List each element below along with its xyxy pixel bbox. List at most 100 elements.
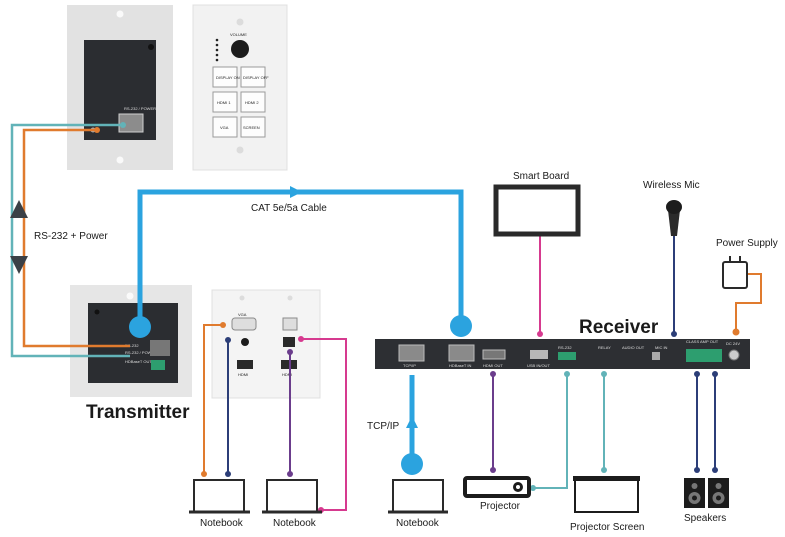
top-wall-plate-left: RS-232 / POWER: [67, 5, 173, 170]
connection-lines: [203, 232, 762, 511]
green-terminal: [151, 360, 165, 370]
volume-knob: [231, 40, 249, 58]
tcpip-label: TCP/IP: [403, 363, 416, 368]
up-arrow-icon: [10, 200, 28, 218]
connector-dot: [94, 127, 100, 133]
plate-background: [192, 4, 288, 171]
keypad-button-vga: [212, 116, 238, 138]
tcpip-cable-endpoint: [401, 453, 423, 475]
teal-cable: [10, 123, 130, 358]
receiver-unit: TCP/IP HDBaseT IN HDMI OUT USB IN/OUT RS…: [375, 339, 750, 369]
rs232-power-label: RS-232 / POWER: [125, 350, 157, 355]
keypad-button-label: DISPLAY ON: [216, 75, 240, 80]
tcpip-port: [398, 344, 425, 362]
rs232-power-cables: [10, 123, 130, 358]
projector-label: Projector: [480, 501, 521, 512]
dc24v-label: DC 24V: [726, 341, 740, 346]
power-supply-label: Power Supply: [716, 238, 778, 249]
notebook-vga-line: [203, 324, 223, 474]
rs232-terminal: [558, 352, 576, 360]
volume-leds: [215, 38, 219, 62]
rj45-port: [118, 113, 144, 133]
diagram-labels: Transmitter Receiver CAT 5e/5a Cable RS-…: [34, 171, 778, 533]
cable-direction-arrow-icon: [290, 186, 302, 198]
connector-dot: [694, 467, 700, 473]
cat-cable-endpoint: [129, 316, 151, 338]
connector-dot: [732, 328, 740, 336]
rs232-power-label: RS-232 + Power: [34, 231, 108, 242]
top-wall-plate-control-keypad: VOLUME DISPLAY ON DISPLAY OFF HDMI 1 HDM…: [192, 4, 288, 171]
keypad-button-hdmi2: [240, 91, 266, 113]
notebook-icon-2: [262, 479, 322, 514]
tcpip-label: TCP/IP: [367, 421, 400, 432]
screw-hole: [239, 295, 245, 301]
rs232-label: RS-232: [125, 343, 139, 348]
connector-dot: [712, 467, 718, 473]
connector-dot: [287, 349, 293, 355]
usb-b-port: [283, 337, 295, 347]
vga-port: [231, 317, 257, 331]
hdmi-label: HDMI: [238, 372, 248, 377]
notebook-label-3: Notebook: [396, 518, 440, 529]
hdmi-out-port: [482, 349, 506, 360]
hdmi-label: HDMI: [282, 372, 292, 377]
speakers-icon: [684, 478, 729, 508]
notebook-label-1: Notebook: [200, 518, 244, 529]
connector-dot: [564, 371, 570, 377]
screw-hole: [236, 146, 244, 154]
connector-dot: [601, 467, 607, 473]
screw-hole: [126, 292, 134, 300]
keypad-button-hdmi1: [212, 91, 238, 113]
connector-dot: [225, 337, 231, 343]
screw-hole: [236, 18, 244, 26]
keypad-button-screen: [240, 116, 266, 138]
transmitter-wall-plate: RS-232 RS-232 / POWER HDBaseT OUT: [70, 285, 192, 397]
volume-label: VOLUME: [230, 32, 247, 37]
down-arrow-icon: [10, 256, 28, 274]
hdmi-port-1: [237, 360, 253, 369]
transmitter-label: Transmitter: [86, 402, 190, 423]
hdmi-out-label: HDMI OUT: [483, 363, 503, 368]
power-supply-icon: [722, 256, 748, 289]
keypad-button-label: VGA: [220, 125, 229, 130]
screw-hole: [116, 10, 124, 18]
connection-dots: [201, 322, 740, 513]
usb-port: [282, 317, 298, 331]
keypad-button-label: SCREEN: [243, 125, 260, 130]
speaker-terminal: [686, 349, 722, 362]
relay-label: RELAY: [598, 345, 611, 350]
wireless-mic-label: Wireless Mic: [643, 180, 700, 191]
speakers-label: Speakers: [684, 513, 726, 524]
cat-cable-label: CAT 5e/5a Cable: [251, 203, 327, 214]
connector-dot: [490, 371, 496, 377]
notebook-icon-1: [189, 479, 250, 514]
hdbaset-in-label: HDBaseT IN: [449, 363, 471, 368]
orange-cable: [22, 128, 130, 348]
dc-power-jack: [728, 349, 740, 361]
keypad-button-label: HDMI 1: [217, 100, 231, 105]
connector-dot: [530, 485, 536, 491]
up-arrow-icon: [406, 416, 418, 428]
notebook-icon-3: [388, 479, 448, 514]
connector-dot: [490, 467, 496, 473]
projector-icon: [463, 476, 531, 498]
vga-label: VGA: [238, 312, 247, 317]
projector-control-line: [533, 374, 568, 489]
mic-in-port: [652, 352, 660, 360]
connector-dot: [220, 322, 226, 328]
rs232-power-label: RS-232 / POWER: [124, 106, 156, 111]
smart-board-label: Smart Board: [513, 171, 569, 182]
keypad-button-display-on: [212, 66, 238, 88]
connector-dot: [287, 471, 293, 477]
usb-port: [530, 350, 548, 359]
plate-background: [211, 289, 321, 399]
screw-hole: [116, 156, 124, 164]
cat-cable-endpoint: [450, 315, 472, 337]
connector-dot: [120, 122, 126, 128]
power-supply-line: [735, 273, 762, 332]
receiver-label: Receiver: [579, 317, 659, 338]
audio-out-label: AUDIO OUT: [622, 345, 645, 350]
connector-dot: [712, 371, 718, 377]
projector-screen-label: Projector Screen: [570, 522, 644, 533]
